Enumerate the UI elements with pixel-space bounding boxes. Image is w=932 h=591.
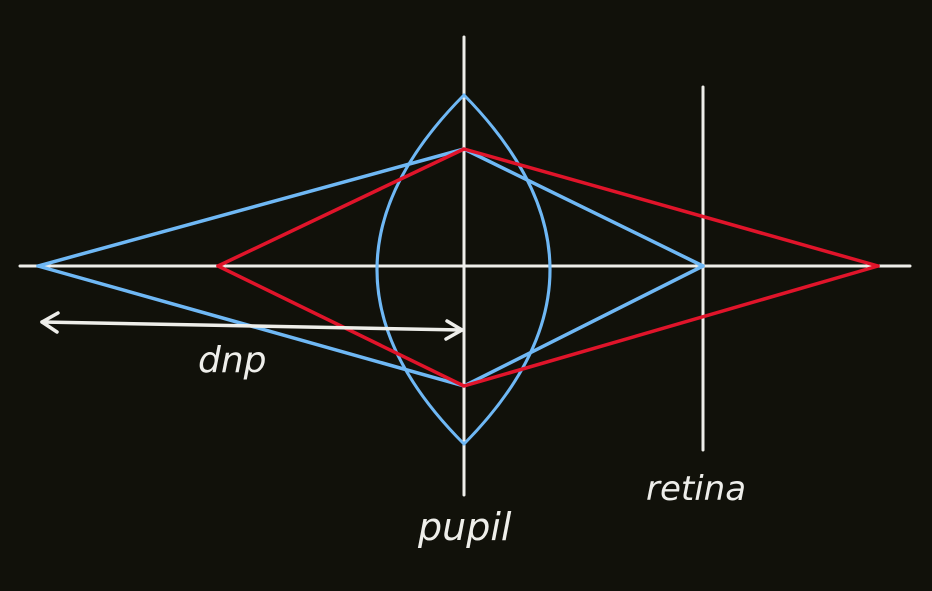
near-ray-upper [36, 147, 705, 268]
lens-right-edge [462, 93, 552, 446]
retina-label: retina [646, 469, 746, 509]
distance-label: dnp [198, 340, 267, 381]
far-ray-lower [216, 264, 880, 388]
near-ray-lower [36, 264, 705, 388]
lens-left-edge [375, 93, 466, 446]
pupil-label: pupil [417, 505, 512, 549]
distance-arrow [40, 311, 464, 341]
far-ray-upper [216, 147, 880, 268]
